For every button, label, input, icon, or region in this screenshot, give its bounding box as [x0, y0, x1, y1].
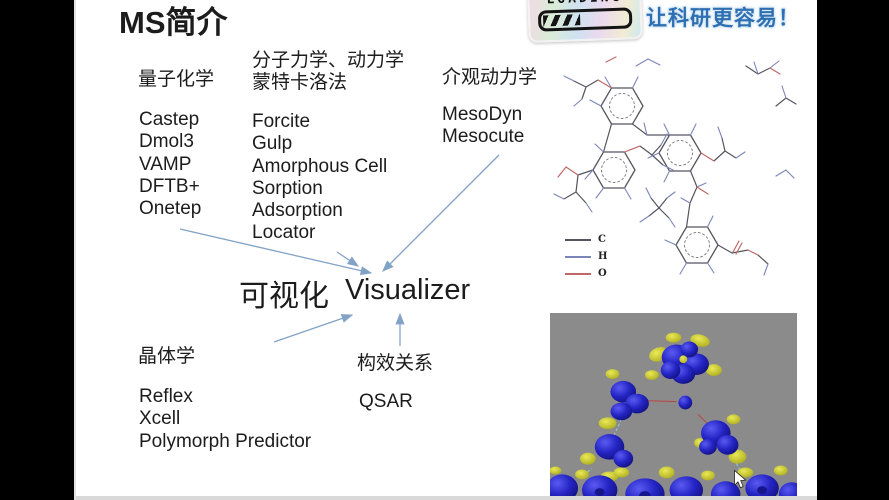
- software-item: Forcite: [252, 111, 311, 132]
- presentation-slide: MS简介 LOADING 让科研更容易！ 量子化学 分子力学、动力学 蒙特卡洛法…: [74, 0, 817, 500]
- software-item: VAMP: [139, 153, 192, 175]
- heading-crystallography: 晶体学: [138, 346, 196, 367]
- carbon-line-swatch: [565, 238, 591, 241]
- software-item: Onetep: [139, 198, 202, 220]
- molecule-legend: C H O: [565, 231, 607, 282]
- software-item: Adsorption: [252, 200, 343, 222]
- software-item: Mesocute: [442, 126, 525, 148]
- letterbox-left: [0, 0, 74, 500]
- loading-progress-bar: [537, 7, 633, 32]
- list-mesoscale: MesoDyn Mesocute: [442, 104, 524, 149]
- page-title: MS简介: [119, 5, 228, 40]
- heading-quantum-chemistry: 量子化学: [138, 69, 215, 90]
- visualizer-label-en: Visualizer: [345, 274, 471, 306]
- orbital-blobs: [550, 332, 797, 500]
- oxygen-line-swatch: [565, 272, 591, 275]
- software-item: Gulp: [252, 133, 293, 155]
- legend-entry-oxygen: O: [565, 265, 607, 282]
- software-item: QSAR: [359, 391, 413, 412]
- molecule-structure-image: [553, 56, 797, 276]
- software-item: DFTB+: [139, 175, 200, 197]
- software-item: Locator: [252, 222, 316, 244]
- legend-label: H: [598, 251, 608, 262]
- legend-entry-hydrogen: H: [565, 248, 607, 265]
- software-item: Reflex: [139, 386, 193, 407]
- software-item: Amorphous Cell: [252, 155, 388, 177]
- list-qsar: QSAR: [359, 391, 413, 413]
- list-forcefield: Forcite Gulp Amorphous Cell Sorption Ads…: [252, 111, 387, 245]
- orbital-render-image: [550, 313, 797, 500]
- software-item: MesoDyn: [442, 104, 523, 125]
- heading-mesoscale: 介观动力学: [442, 67, 538, 88]
- hydrogen-line-swatch: [565, 255, 591, 258]
- software-item: Sorption: [252, 177, 323, 199]
- heading-qsar: 构效关系: [357, 353, 434, 374]
- list-quantum: Castep Dmol3 VAMP DFTB+ Onetep: [139, 109, 201, 220]
- heading-forcefield-line2: 蒙特卡洛法: [252, 72, 348, 93]
- software-item: Polymorph Predictor: [139, 430, 312, 452]
- legend-label: C: [598, 234, 606, 245]
- visualizer-label-cn: 可视化: [239, 280, 329, 313]
- cursor-icon: [734, 469, 747, 489]
- letterbox-right: [815, 0, 889, 500]
- loading-badge: LOADING: [527, 0, 643, 43]
- list-crystallography: Reflex Xcell Polymorph Predictor: [139, 386, 311, 453]
- software-item: Castep: [139, 109, 200, 130]
- software-item: Xcell: [139, 408, 181, 430]
- slogan-text: 让科研更容易！: [646, 7, 800, 30]
- legend-entry-carbon: C: [565, 231, 607, 248]
- loading-progress-fill: [542, 14, 581, 27]
- heading-forcefield-line1: 分子力学、动力学: [252, 50, 405, 71]
- software-item: Dmol3: [139, 131, 194, 153]
- slide-bottom-edge: [76, 496, 817, 500]
- legend-label: O: [598, 268, 607, 279]
